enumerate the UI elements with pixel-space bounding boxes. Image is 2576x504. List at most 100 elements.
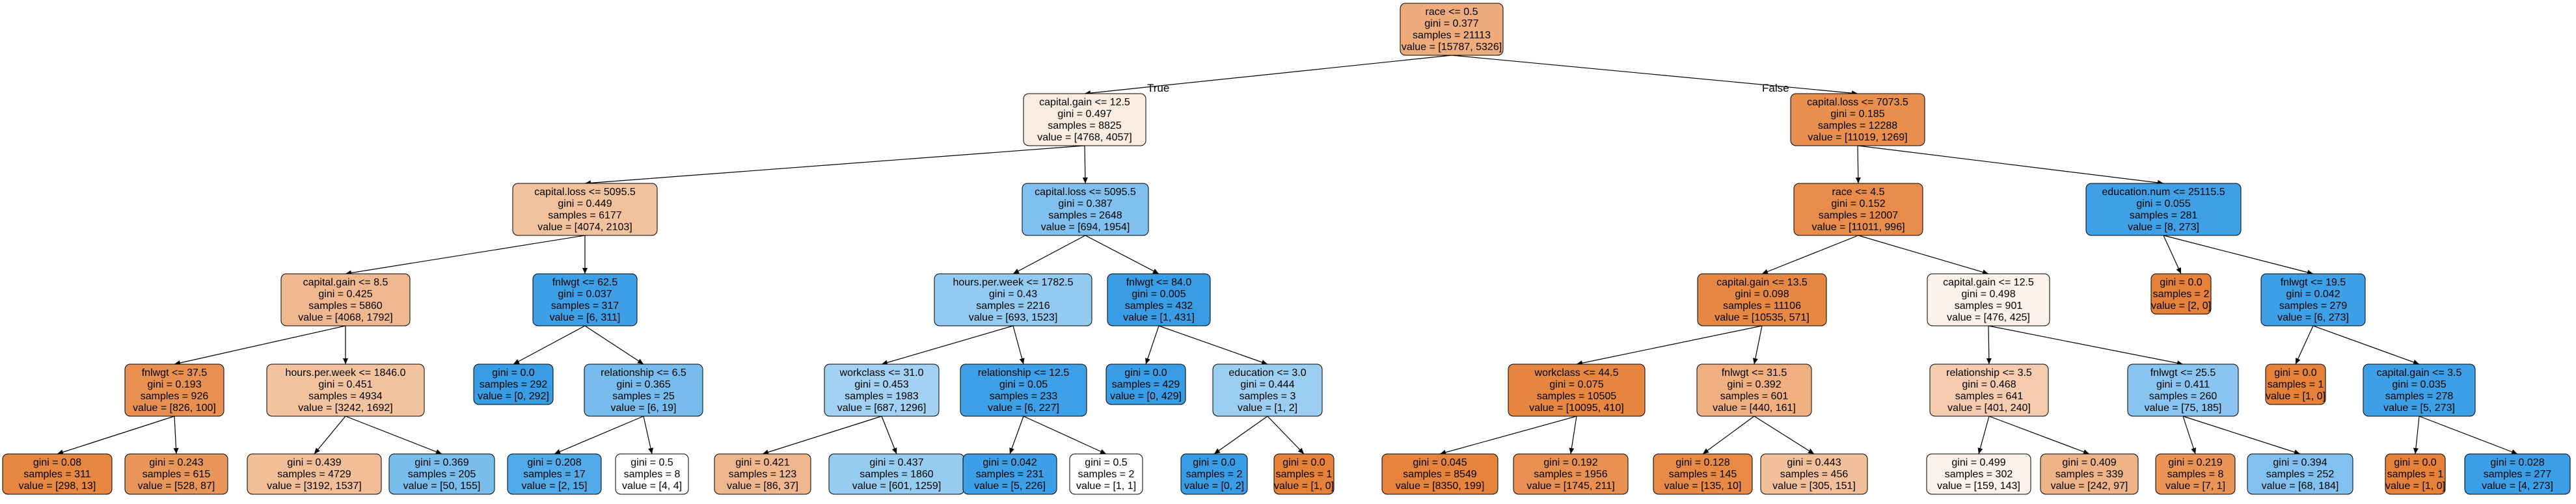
false-edge-label: False bbox=[1762, 82, 1789, 94]
node-line: value = [1745, 211] bbox=[1526, 481, 1614, 492]
node-line: value = [1, 0] bbox=[2266, 391, 2325, 402]
node-line: gini = 0.035 bbox=[2392, 379, 2446, 390]
node-line: value = [242, 97] bbox=[2051, 481, 2128, 492]
edge-n23-n41 bbox=[1439, 416, 1577, 455]
node-line: gini = 0.005 bbox=[1132, 289, 1186, 300]
edge-n10-n21 bbox=[1145, 325, 1159, 365]
node-line: capital.loss <= 5095.5 bbox=[534, 187, 636, 198]
node-line: relationship <= 6.5 bbox=[601, 367, 686, 378]
node-box bbox=[1022, 183, 1149, 236]
node-line: value = [528, 87] bbox=[138, 481, 215, 492]
node-line: gini = 0.451 bbox=[318, 379, 372, 390]
node-line: value = [2, 0] bbox=[2151, 300, 2211, 312]
node-line: gini = 0.243 bbox=[149, 457, 203, 468]
node-line: gini = 0.0 bbox=[2160, 277, 2202, 288]
node-line: samples = 145 bbox=[1669, 469, 1737, 480]
edge-n22-n40 bbox=[1267, 416, 1305, 455]
node-line: capital.loss <= 5095.5 bbox=[1035, 187, 1136, 198]
node-box bbox=[1760, 453, 1868, 495]
edge-n12-n25 bbox=[1988, 325, 1990, 365]
node-line: samples = 21113 bbox=[1413, 30, 1491, 41]
node-line: samples = 6177 bbox=[548, 210, 622, 221]
node-line: samples = 615 bbox=[142, 469, 211, 480]
node-line: samples = 205 bbox=[408, 469, 476, 480]
node-box bbox=[2464, 453, 2571, 495]
node-line: gini = 0.0 bbox=[1124, 367, 1167, 378]
node-line: capital.gain <= 8.5 bbox=[303, 277, 388, 288]
node-line: education <= 3.0 bbox=[1228, 367, 1306, 378]
node-line: fnlwgt <= 31.5 bbox=[1722, 367, 1787, 378]
node-box bbox=[1107, 273, 1211, 326]
edge-arrowhead bbox=[1013, 269, 1020, 274]
node-line: capital.gain <= 13.5 bbox=[1716, 277, 1808, 288]
edge-arrowhead bbox=[1082, 177, 1088, 183]
node-line: samples = 2216 bbox=[976, 300, 1050, 312]
node-box bbox=[1508, 364, 1646, 417]
node-box bbox=[1929, 364, 2049, 417]
node-line: samples = 1983 bbox=[845, 391, 919, 402]
edge-arrowhead bbox=[1145, 358, 1150, 364]
node-line: value = [826, 100] bbox=[133, 403, 216, 414]
node-line: samples = 339 bbox=[2055, 469, 2124, 480]
node-box bbox=[1927, 273, 2050, 326]
node-line: gini = 0.437 bbox=[869, 457, 923, 468]
edge-arrowhead bbox=[637, 358, 644, 364]
node-line: gini = 0.444 bbox=[1240, 379, 1294, 390]
edge-n0-n2 bbox=[1451, 55, 1858, 94]
node-box bbox=[507, 453, 602, 495]
node-box bbox=[1926, 453, 2031, 495]
edge-n22-n39 bbox=[1213, 416, 1268, 455]
node-line: gini = 0.411 bbox=[2156, 379, 2210, 390]
node-box bbox=[1696, 364, 1812, 417]
node-box bbox=[2127, 364, 2239, 417]
node-box bbox=[1381, 453, 1498, 495]
node-line: samples = 123 bbox=[729, 469, 797, 480]
node-line: gini = 0.0 bbox=[2274, 367, 2316, 378]
node-line: gini = 0.394 bbox=[2273, 457, 2327, 468]
edge-arrowhead bbox=[1100, 449, 1106, 454]
edge-arrowhead bbox=[1977, 447, 1983, 454]
node-line: samples = 641 bbox=[1955, 391, 2024, 402]
node-line: samples = 432 bbox=[1125, 300, 1193, 312]
node-line: value = [6, 227] bbox=[988, 403, 1059, 414]
edge-n16-n31 bbox=[314, 416, 346, 455]
node-box bbox=[2155, 453, 2236, 495]
node-line: value = [135, 10] bbox=[1664, 481, 1742, 492]
edge-n25-n45 bbox=[1978, 416, 1990, 455]
node-line: gini = 0.369 bbox=[414, 457, 468, 468]
node-line: samples = 2648 bbox=[1048, 210, 1122, 221]
edge-n16-n32 bbox=[345, 416, 442, 455]
node-line: samples = 8 bbox=[624, 469, 681, 480]
edge-n28-n49 bbox=[2415, 416, 2420, 455]
node-line: value = [0, 292] bbox=[478, 391, 549, 402]
edge-n18-n33 bbox=[554, 416, 644, 455]
node-box bbox=[962, 453, 1057, 495]
node-box bbox=[2265, 364, 2326, 405]
node-line: relationship <= 12.5 bbox=[978, 367, 1070, 378]
node-line: samples = 317 bbox=[551, 300, 619, 312]
node-line: samples = 8549 bbox=[1403, 469, 1477, 480]
edge-arrowhead bbox=[554, 449, 561, 455]
node-line: gini = 0.439 bbox=[287, 457, 341, 468]
node-line: samples = 231 bbox=[976, 469, 1044, 480]
node-box bbox=[473, 364, 554, 405]
node-line: gini = 0.042 bbox=[2286, 289, 2340, 300]
node-box bbox=[615, 453, 689, 495]
edge-n25-n46 bbox=[1988, 416, 2090, 455]
node-line: gini = 0.453 bbox=[854, 379, 908, 390]
node-line: gini = 0.409 bbox=[2062, 457, 2116, 468]
edge-n20-n37 bbox=[1009, 416, 1024, 455]
node-box bbox=[824, 364, 940, 417]
